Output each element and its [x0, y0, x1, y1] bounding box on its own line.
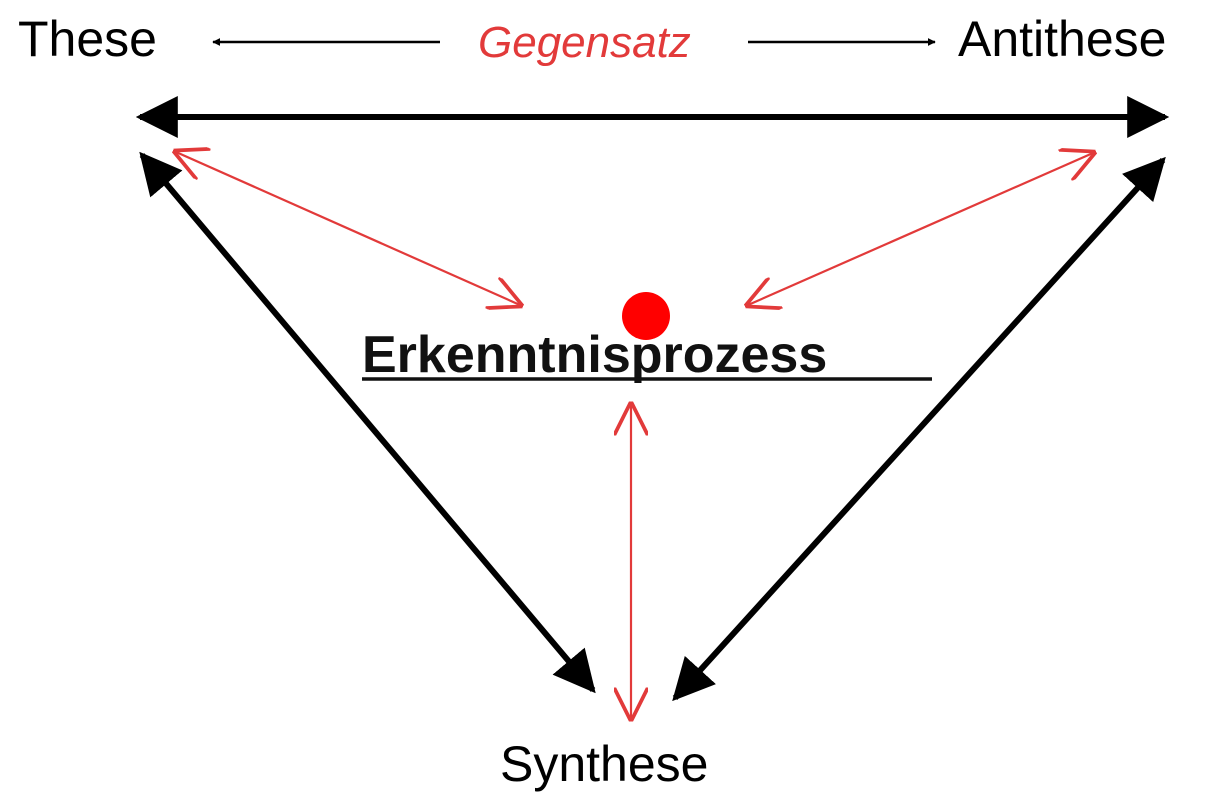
relation-label-gegensatz: Gegensatz	[478, 18, 691, 67]
synthesis-label: Synthese	[500, 736, 708, 792]
red-dot-icon	[622, 292, 670, 340]
antithesis-label: Antithese	[958, 11, 1166, 67]
antithesis-synthesis-arrow	[672, 156, 1166, 702]
thesis-label: These	[18, 11, 157, 67]
thesis-process-arrow	[176, 152, 520, 305]
antithesis-process-arrow	[748, 153, 1093, 305]
center-label-erkenntnisprozess: Erkenntnisprozess	[362, 326, 827, 384]
thesis-synthesis-arrow	[139, 151, 596, 694]
